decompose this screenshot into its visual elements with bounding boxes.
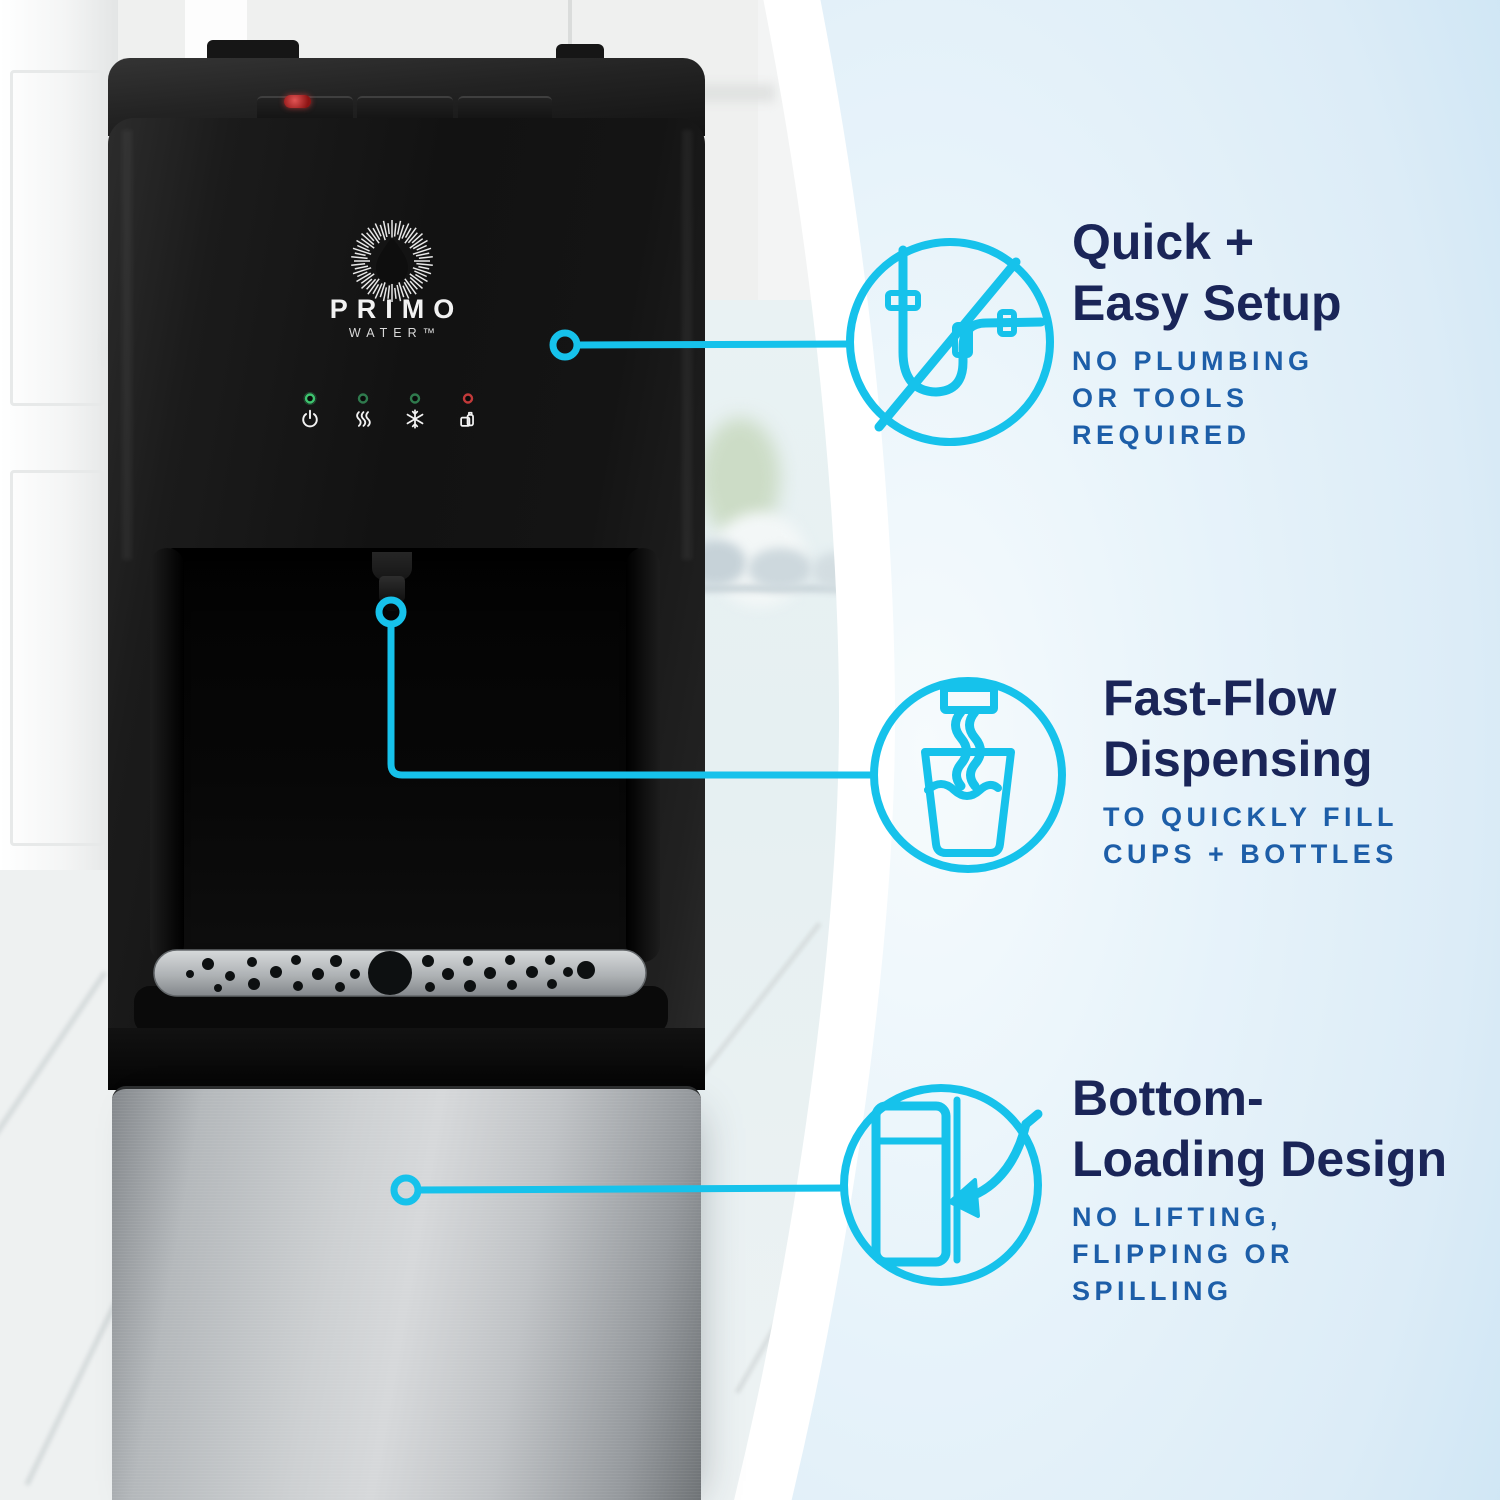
- gloss-highlight: [122, 130, 132, 560]
- snowflake-icon: [406, 409, 424, 429]
- water-spout-tip: [384, 600, 400, 611]
- water-spout: [379, 576, 405, 602]
- cold-led: [410, 393, 421, 404]
- feature-fast-flow: Fast-Flow Dispensing TO QUICKLY FILL CUP…: [1103, 668, 1398, 873]
- cold-water-indicator: [395, 392, 435, 444]
- feature-subtitle: NO PLUMBING OR TOOLS REQUIRED: [1072, 346, 1314, 450]
- lower-black-band: [108, 1028, 705, 1090]
- replace-bottle-icon: [460, 411, 474, 427]
- alcove-pillar: [150, 548, 184, 962]
- stainless-lower-cabinet: [112, 1086, 701, 1500]
- feature-title: Fast-Flow Dispensing: [1103, 670, 1373, 787]
- bottle-led: [462, 393, 474, 404]
- water-spout: [372, 552, 412, 580]
- feature-subtitle: TO QUICKLY FILL CUPS + BOTTLES: [1103, 802, 1399, 869]
- brand-subname: WATER™: [348, 326, 442, 340]
- dispensing-alcove: [150, 548, 660, 962]
- wall-panel: [10, 70, 104, 406]
- plates-blur: [748, 548, 812, 590]
- power-switch-light: [284, 95, 311, 108]
- drip-tray: [153, 949, 647, 997]
- primo-logo: [351, 220, 433, 302]
- feature-title: Bottom- Loading Design: [1072, 1070, 1447, 1187]
- feature-subtitle: NO LIFTING, FLIPPING OR SPILLING: [1072, 1202, 1295, 1306]
- wall-panel: [10, 470, 104, 846]
- hot-led: [357, 393, 368, 404]
- hot-water-indicator: [343, 392, 383, 444]
- hot-water-icon: [355, 411, 371, 427]
- gloss-highlight: [682, 130, 692, 560]
- bottle-indicator: [448, 392, 488, 444]
- feature-title: Quick + Easy Setup: [1072, 214, 1342, 331]
- feature-quick-easy-setup: Quick + Easy Setup NO PLUMBING OR TOOLS …: [1072, 212, 1342, 454]
- power-indicator: [290, 392, 330, 444]
- power-led: [303, 392, 317, 405]
- feature-bottom-loading: Bottom- Loading Design NO LIFTING, FLIPP…: [1072, 1068, 1447, 1310]
- brand-name: PRIMO: [329, 294, 464, 324]
- alcove-pillar: [626, 548, 660, 962]
- indicator-panel: [290, 392, 488, 444]
- power-icon: [302, 409, 318, 428]
